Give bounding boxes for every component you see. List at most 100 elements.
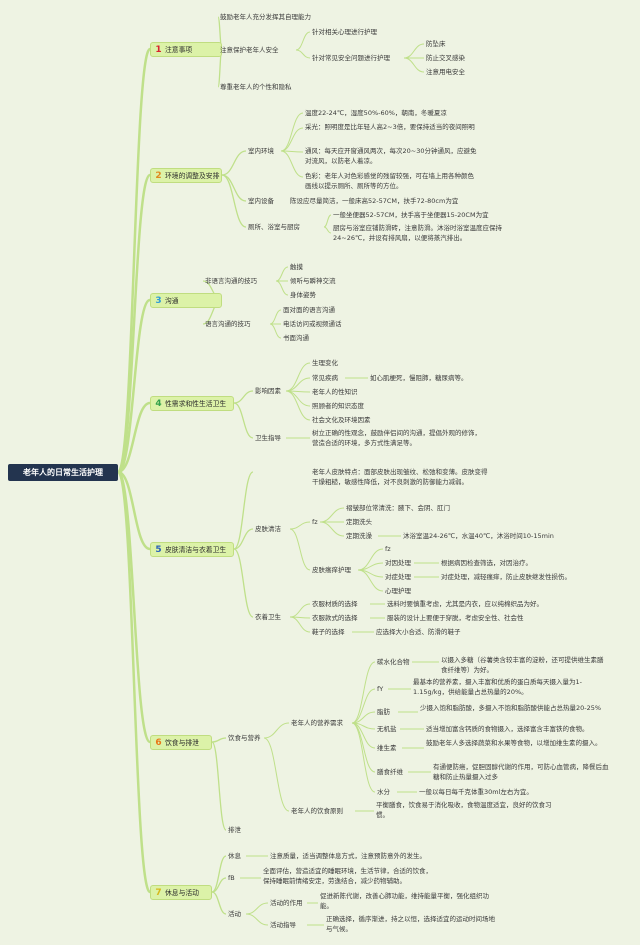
node[interactable]: 如心肌梗死，慢阻肺，糖尿病等。 <box>370 374 468 382</box>
node[interactable]: 生理变化 <box>312 359 338 367</box>
node[interactable]: 注意用电安全 <box>426 68 465 76</box>
node[interactable]: 针对常见安全问题进行护理 <box>312 54 390 62</box>
node[interactable]: 注意质量，适当调整体息方式，注意预防意外的发生。 <box>270 852 426 860</box>
node[interactable]: 老年人的营养需求 <box>291 719 343 727</box>
node[interactable]: 针对相关心理进行护理 <box>312 28 377 36</box>
node[interactable]: 饮食与营养 <box>228 734 261 742</box>
node[interactable]: 平衡膳食，饮食易于消化吸收，食物温度适宜，良好的饮食习惯。 <box>376 801 552 819</box>
branch-number: 6 <box>155 738 162 748</box>
node[interactable]: 社会文化及环境因素 <box>312 416 371 424</box>
node[interactable]: 常见疾病 <box>312 374 338 382</box>
node[interactable]: 陈设应尽量简洁，一般床高52-57CM，扶手72-80cm为宜 <box>290 197 459 205</box>
node[interactable]: 一般坐便器52-57CM，扶手高于坐便器15-20CM为宜 <box>333 211 489 219</box>
node[interactable]: 选料时要慎重考虑，尤其是内衣，应以纯棉织品为好。 <box>387 600 543 608</box>
node[interactable]: 衣服材质的选择 <box>312 600 358 608</box>
node[interactable]: 排泄 <box>228 826 241 834</box>
node[interactable]: 鞋子的选择 <box>312 628 345 636</box>
node[interactable]: 休息 <box>228 852 241 860</box>
node[interactable]: 无机盐 <box>377 725 397 733</box>
node[interactable]: 语言沟通的技巧 <box>205 320 251 328</box>
connector-line <box>263 722 290 739</box>
node[interactable]: 电话访问或视频通话 <box>283 320 342 328</box>
node[interactable]: fz <box>385 545 391 553</box>
branch-number: 4 <box>155 399 162 409</box>
node[interactable]: 采光：照明度是比年轻人高2~3倍，要保持适当的夜间照明 <box>305 123 475 131</box>
node[interactable]: 活动指导 <box>270 921 296 929</box>
node[interactable]: 沐浴室温24-26℃，水温40℃，沐浴时间10-15min <box>403 532 554 540</box>
node[interactable]: 鼓励老年人充分发挥其自理能力 <box>220 13 311 21</box>
node[interactable]: 根据病因检查筛选，对因治疗。 <box>441 559 532 567</box>
node[interactable]: 老年人皮肤特点：面部皮肤出现皱纹、松弛和变薄。皮肤变得干燥粗糙，敏感性降低，对不… <box>312 468 488 486</box>
connector-line <box>285 390 311 407</box>
node[interactable]: 水分 <box>377 788 390 796</box>
node[interactable]: 照顾者的知识态度 <box>312 402 364 410</box>
node[interactable]: fz <box>312 518 318 526</box>
connector-line <box>351 722 376 793</box>
node[interactable]: 面对面的语言沟通 <box>283 306 335 314</box>
node[interactable]: 对症处理 <box>385 573 411 581</box>
node[interactable]: 注意保护老年人安全 <box>220 46 279 54</box>
node[interactable]: 一般以每日每千克体重30ml左右为宜。 <box>419 788 533 796</box>
node[interactable]: 碳水化合物 <box>377 658 410 666</box>
node[interactable]: 膳食纤维 <box>377 768 403 776</box>
node[interactable]: 以摄入多糖（谷薯类含较丰富的淀粉，还可提供维生素膳食纤维等）为好。 <box>441 656 604 674</box>
node[interactable]: 定期洗澡 <box>346 532 372 540</box>
node[interactable]: 室内设备 <box>248 197 274 205</box>
node[interactable]: 防止交叉感染 <box>426 54 465 62</box>
node[interactable]: 活动 <box>228 910 241 918</box>
node[interactable]: 有通便防癌，促胆固醇代谢的作用，可防心血管病，降餐后血糖和防止热量摄入过多 <box>433 763 609 781</box>
node[interactable]: 维生素 <box>377 744 397 752</box>
node[interactable]: 树立正确的性观念，鼓励伴侣间的沟通，提倡外观的修饰，营造合适的环境，多方式性满足… <box>312 429 481 447</box>
node[interactable]: 书面沟通 <box>283 334 309 342</box>
node[interactable]: 老年人的饮食原则 <box>291 807 343 815</box>
node[interactable]: 皮肤清洁 <box>255 525 281 533</box>
node[interactable]: 对症处理，减轻瘙痒，防止皮肤继发性损伤。 <box>441 573 571 581</box>
node[interactable]: 衣着卫生 <box>255 613 281 621</box>
node[interactable]: 尊重老年人的个性和隐私 <box>220 83 292 91</box>
node[interactable]: 卫生指导 <box>255 434 281 442</box>
node[interactable]: 鼓励老年人多选择蔬菜和水果等食物，以增加维生素的摄入。 <box>426 739 602 747</box>
node[interactable]: 厨房与浴室应铺防滑砖，注意防滑。沐浴时浴室温度应保持24~26℃，并设有排风扇，… <box>333 224 502 242</box>
node[interactable]: 身体姿势 <box>290 291 316 299</box>
node[interactable]: 色彩：老年人对色彩感觉的残留较强，可在墙上用各种颜色画线以提示厕所、厕所等的方位… <box>305 172 474 190</box>
node[interactable]: 室内环境 <box>248 147 274 155</box>
node[interactable]: 防坠床 <box>426 40 446 48</box>
connector-line <box>285 377 311 392</box>
node[interactable]: 服装的设计上要便于穿脱，考虑安全性、社会性 <box>387 614 524 622</box>
node[interactable]: 厕所、浴室与厨房 <box>248 223 300 231</box>
node[interactable]: fB <box>228 874 235 882</box>
node[interactable]: 衣服款式的选择 <box>312 614 358 622</box>
node[interactable]: 适当增加富含钙质的食物摄入，选择富含丰富铁的食物。 <box>426 725 589 733</box>
node[interactable]: 活动的作用 <box>270 899 303 907</box>
node[interactable]: 非语言沟通的技巧 <box>205 277 257 285</box>
node[interactable]: 心理护理 <box>385 587 411 595</box>
node[interactable]: 褶皱部位常清洗：腋下、会阴、肛门 <box>346 504 450 512</box>
node[interactable]: 脂肪 <box>377 708 390 716</box>
node[interactable]: 通风：每天应开窗通风两次，每次20~30分钟通风，应避免对流风，以防老人着凉。 <box>305 147 477 165</box>
node[interactable]: 触摸 <box>290 263 303 271</box>
node[interactable]: 影响因素 <box>255 387 281 395</box>
connector-line <box>233 390 254 404</box>
node[interactable]: 温度22-24℃，湿度50%-60%，朝南，冬暖夏凉 <box>305 109 447 117</box>
node[interactable]: 老年人的性知识 <box>312 388 358 396</box>
node[interactable]: 少摄入饱和脂肪酸，多摄入不饱和脂肪酸供能占总热量20-25% <box>420 704 602 712</box>
node[interactable]: 全面评估，营造适宜的睡眠环境，生活节律，合适的饮食，保持睡眠前情绪安定，劳逸结合… <box>263 867 432 885</box>
node[interactable]: 最基本的营养素，摄入丰富和优质的蛋白质每天摄入量为1-1.15g/kg，供给能量… <box>413 678 582 696</box>
root-node[interactable]: 老年人的日常生活护理 <box>8 464 118 481</box>
node[interactable]: 倾听与瞬神交流 <box>290 277 336 285</box>
node[interactable]: 正确选择，循序渐进，持之以恒，选择适宜的运动时间场地与气候。 <box>326 915 495 933</box>
node[interactable]: 皮肤瘙痒护理 <box>312 566 351 574</box>
node[interactable]: 对因处理 <box>385 559 411 567</box>
node[interactable]: 定期洗头 <box>346 518 372 526</box>
connector-line <box>357 569 384 592</box>
node[interactable]: 应选择大小合适、防滑的鞋子 <box>376 628 461 636</box>
node[interactable]: fY <box>377 685 384 693</box>
node[interactable]: 促进新陈代谢，改善心肺功能，维持能量平衡，强化组织功能。 <box>320 892 489 910</box>
